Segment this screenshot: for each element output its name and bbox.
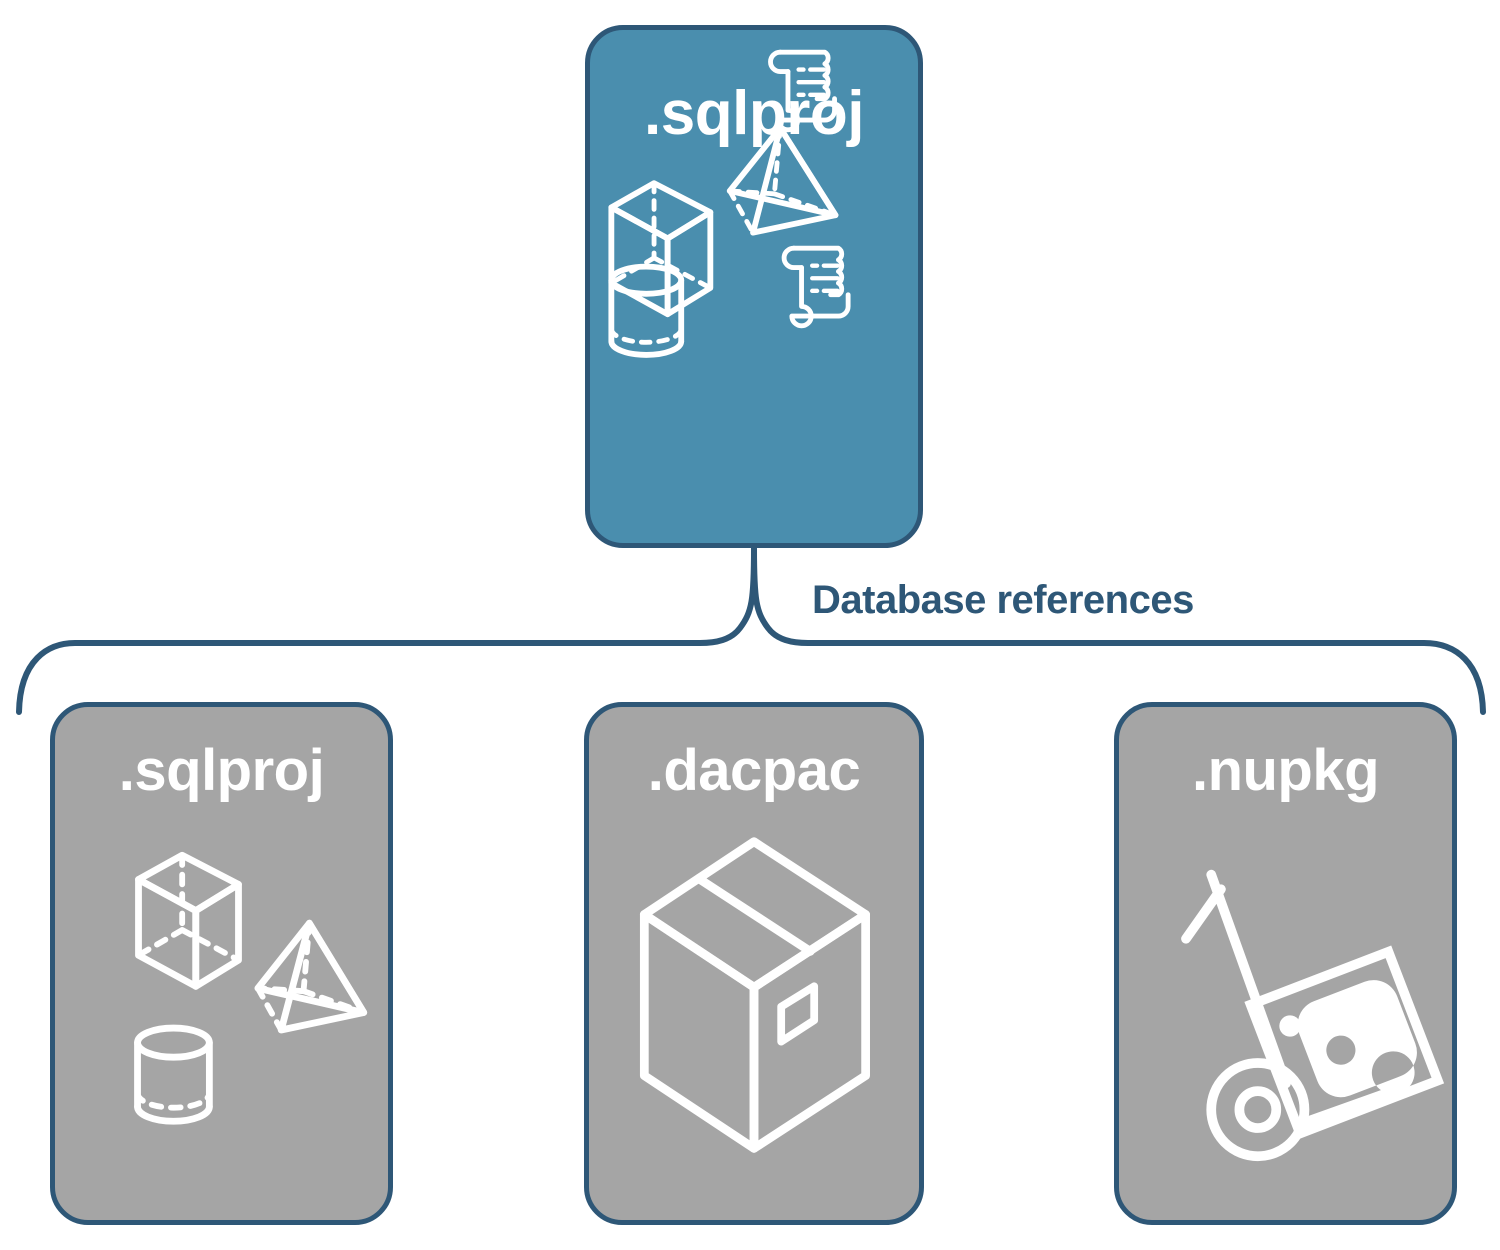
hand-truck-icon [1181,869,1406,1162]
script-scroll-icon [768,49,837,133]
pyramid-icon [726,124,839,236]
node-card-child-nupkg[interactable]: .nupkg [1114,702,1457,1225]
node-title-child-sqlproj: .sqlproj [118,738,325,803]
cylinder-icon [608,263,685,358]
nuget-package-icon [1244,945,1445,1140]
node-title-child-nupkg: .nupkg [1191,738,1380,803]
bracket-left-arm [16,545,757,715]
script-scroll-icon [781,245,851,329]
cylinder-icon [134,1024,213,1125]
child-nupkg-artwork [1181,869,1445,1162]
bracket-right-arm [751,545,1486,715]
node-card-child-dacpac[interactable]: .dacpac [584,702,924,1225]
node-title-child-dacpac: .dacpac [647,738,861,803]
package-box-icon [639,837,870,1153]
pyramid-icon [254,919,368,1034]
cube-icon [135,851,242,990]
edge-label-database-references: Database references [812,578,1194,622]
root-card-artwork [608,49,851,358]
child-dacpac-artwork [639,837,870,1153]
node-card-child-sqlproj[interactable]: .sqlproj [50,702,393,1225]
node-card-root-sqlproj[interactable]: .sqlproj [585,25,923,548]
child-sqlproj-artwork [134,851,368,1125]
